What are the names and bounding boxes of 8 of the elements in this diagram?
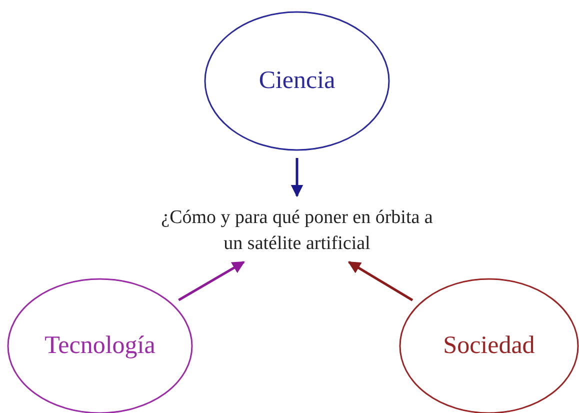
question-text: ¿Cómo y para qué poner en órbita a un satélite artificial <box>160 206 434 256</box>
arrow <box>348 261 414 302</box>
arrow <box>178 260 245 302</box>
node-label: Sociedad <box>443 331 535 362</box>
node-label: Tecnología <box>44 331 156 362</box>
node-label: Ciencia <box>258 66 336 96</box>
ellipse-node <box>204 11 390 151</box>
arrow <box>290 158 304 198</box>
